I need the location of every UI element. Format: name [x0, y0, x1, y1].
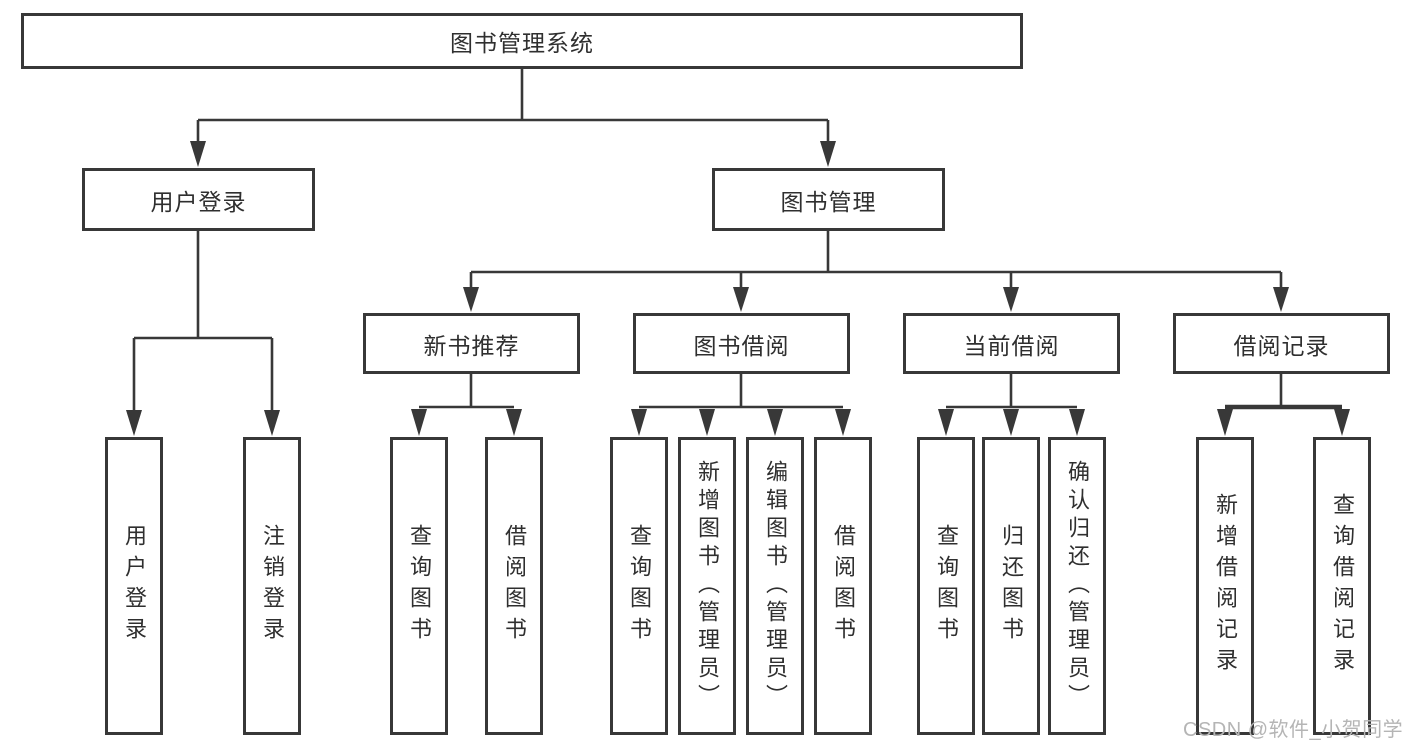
node-bb-query: 查询图书: [610, 437, 668, 735]
arrowhead-bb-edit: [767, 409, 783, 436]
node-cb-confirm: 确认归还（管理员）: [1048, 437, 1106, 735]
node-root-label: 图书管理系统: [450, 30, 594, 56]
node-nb-borrow-label: 借阅图书: [502, 524, 527, 648]
arrowhead-br-add: [1217, 409, 1233, 436]
arrowheads: [126, 141, 1350, 436]
arrowhead-nb-query: [411, 409, 427, 436]
node-borrow-records-label: 借阅记录: [1233, 332, 1330, 359]
node-leaf-logout-label: 注销登录: [260, 524, 285, 648]
node-leaf-user-login: 用户登录: [105, 437, 163, 735]
arrowhead-nb-borrow: [506, 409, 522, 436]
connector-group: [132, 69, 1342, 412]
node-nb-borrow: 借阅图书: [485, 437, 543, 735]
node-book-mgmt-label: 图书管理: [780, 188, 877, 215]
node-cb-confirm-label: 确认归还（管理员）: [1065, 460, 1090, 712]
arrowhead-bb-borrow: [835, 409, 851, 436]
node-new-books-label: 新书推荐: [423, 332, 520, 359]
arrowhead-br-query: [1334, 409, 1350, 436]
arrowhead-book-borrow: [733, 287, 749, 312]
node-bb-query-label: 查询图书: [627, 524, 652, 648]
arrowhead-borrow-records: [1273, 287, 1289, 312]
arrowhead-cb-return: [1003, 409, 1019, 436]
node-book-borrow: 图书借阅: [633, 313, 850, 374]
node-br-add: 新增借阅记录: [1196, 437, 1254, 735]
node-cb-query-label: 查询图书: [934, 524, 959, 648]
node-bb-borrow-label: 借阅图书: [831, 524, 856, 648]
node-br-query: 查询借阅记录: [1313, 437, 1371, 735]
arrowhead-new-books: [463, 287, 479, 312]
node-br-add-label: 新增借阅记录: [1213, 493, 1238, 679]
arrowhead-cb-query: [938, 409, 954, 436]
node-br-query-label: 查询借阅记录: [1330, 493, 1355, 679]
arrowhead-cb-confirm: [1069, 409, 1085, 436]
arrowhead-bb-query: [631, 409, 647, 436]
node-bb-add: 新增图书（管理员）: [678, 437, 736, 735]
node-bb-edit-label: 编辑图书（管理员）: [763, 460, 788, 712]
arrowhead-leaf-user-login: [126, 410, 142, 436]
watermark: CSDN @软件_小贺同学: [1183, 719, 1404, 741]
node-bb-edit: 编辑图书（管理员）: [746, 437, 804, 735]
node-book-borrow-label: 图书借阅: [693, 332, 790, 359]
node-bb-borrow: 借阅图书: [814, 437, 872, 735]
node-cb-return-label: 归还图书: [999, 524, 1024, 648]
arrowhead-bb-add: [699, 409, 715, 436]
node-nb-query: 查询图书: [390, 437, 448, 735]
arrowhead-leaf-logout: [264, 410, 280, 436]
node-root: 图书管理系统: [21, 13, 1023, 69]
node-book-mgmt: 图书管理: [712, 168, 945, 231]
node-bb-add-label: 新增图书（管理员）: [695, 460, 720, 712]
node-current-borrow-label: 当前借阅: [963, 332, 1060, 359]
arrowhead-current-borrow: [1003, 287, 1019, 312]
arrowhead-user-login: [190, 141, 206, 167]
node-user-login-label: 用户登录: [150, 188, 247, 215]
node-borrow-records: 借阅记录: [1173, 313, 1390, 374]
arrowhead-book-mgmt: [820, 141, 836, 167]
node-leaf-logout: 注销登录: [243, 437, 301, 735]
node-nb-query-label: 查询图书: [407, 524, 432, 648]
node-cb-query: 查询图书: [917, 437, 975, 735]
node-new-books: 新书推荐: [363, 313, 580, 374]
node-user-login: 用户登录: [82, 168, 315, 231]
node-leaf-user-login-label: 用户登录: [122, 524, 147, 648]
node-current-borrow: 当前借阅: [903, 313, 1120, 374]
node-cb-return: 归还图书: [982, 437, 1040, 735]
